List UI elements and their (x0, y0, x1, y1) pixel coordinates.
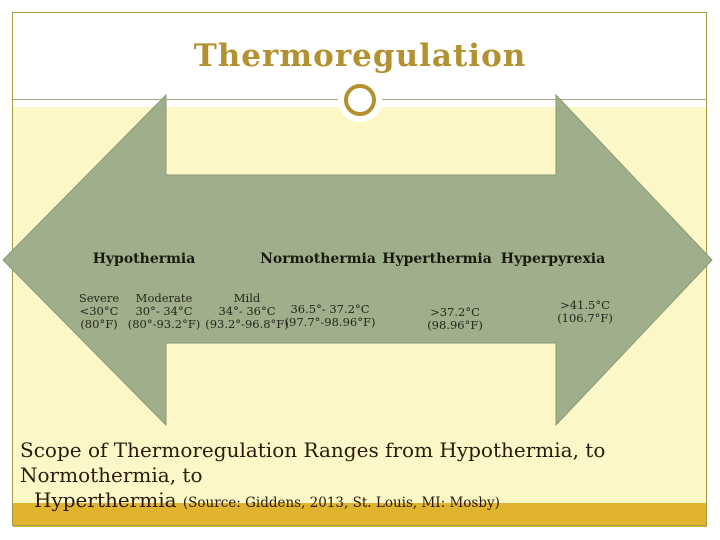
fahrenheit-range: (97.7°-98.96°F) (284, 315, 376, 329)
category-header-hypothermia: Hypothermia (92, 251, 196, 267)
caption-line2-main: Hyperthermia (34, 488, 183, 512)
celsius-range: >37.2°C (430, 305, 480, 319)
celsius-range: <30°C (79, 304, 119, 318)
fahrenheit-range: (93.2°-96.8°F) (205, 317, 289, 331)
normothermia-values: 36.5°- 37.2°C (97.7°-98.96°F) (285, 303, 376, 329)
hypothermia-mild-column: Mild 34°- 36°C (93.2°-96.8°F) (205, 292, 289, 331)
severity-label: Mild (233, 291, 261, 305)
hyperthermia-values: >37.2°C (98.96°F) (427, 306, 483, 332)
fahrenheit-range: (98.96°F) (427, 318, 483, 332)
fahrenheit-range: (80°F) (80, 317, 118, 331)
celsius-range: 30°- 34°C (135, 304, 193, 318)
double-arrow-polygon (2, 93, 713, 427)
fahrenheit-range: (106.7°F) (557, 311, 613, 325)
category-header-hyperthermia: Hyperthermia (382, 251, 492, 267)
fahrenheit-range: (80°-93.2°F) (127, 317, 201, 331)
category-header-normothermia: Normothermia (260, 251, 376, 267)
hypothermia-moderate-column: Moderate 30°- 34°C (80°-93.2°F) (128, 292, 201, 331)
category-header-hyperpyrexia: Hyperpyrexia (500, 251, 606, 267)
slide-caption: Scope of Thermoregulation Ranges from Hy… (20, 438, 700, 516)
hypothermia-severe-column: Severe <30°C (80°F) (79, 292, 119, 331)
bottom-accent-bar (13, 503, 707, 527)
caption-line1: Scope of Thermoregulation Ranges from Hy… (20, 438, 606, 487)
slide-title: Thermoregulation (193, 38, 527, 74)
severity-label: Moderate (135, 291, 193, 305)
celsius-range: 34°- 36°C (218, 304, 276, 318)
celsius-range: >41.5°C (560, 298, 610, 312)
hyperpyrexia-values: >41.5°C (106.7°F) (557, 299, 613, 325)
caption-line2: Hyperthermia (Source: Giddens, 2013, St.… (20, 488, 700, 516)
severity-label: Severe (78, 291, 120, 305)
caption-source: (Source: Giddens, 2013, St. Louis, MI: M… (182, 495, 500, 511)
circle-ornament-icon (344, 84, 376, 116)
celsius-range: 36.5°- 37.2°C (290, 302, 370, 316)
